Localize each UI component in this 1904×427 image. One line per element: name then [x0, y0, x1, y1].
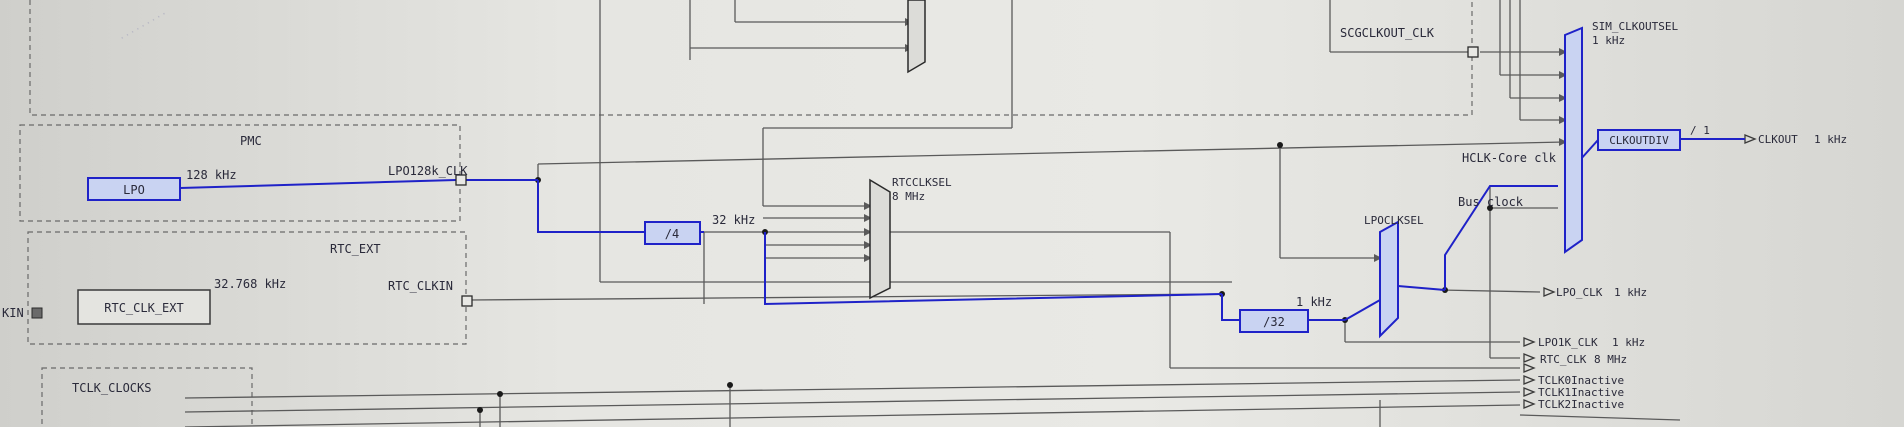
- rtcclksel-freq: 8 MHz: [892, 190, 925, 203]
- lpo1k-clk-freq: 1 kHz: [1612, 336, 1645, 349]
- lpo1k-clk-output-label[interactable]: LPO1K_CLK: [1538, 336, 1598, 349]
- div4-label: /4: [665, 227, 679, 241]
- rtc-clk-ext-label: RTC_CLK_EXT: [104, 301, 183, 315]
- lpoclksel-mux[interactable]: [1379, 220, 1399, 339]
- scgclkout-clk-pad[interactable]: [1467, 46, 1479, 58]
- hclk-core-clk-label: HCLK-Core clk: [1462, 151, 1557, 165]
- lpo128k-clk-label: LPO128k_CLK: [388, 164, 468, 178]
- lpo-clk-output-label[interactable]: LPO_CLK: [1556, 286, 1603, 299]
- sim-clkoutsel-mux[interactable]: [1564, 26, 1583, 254]
- tclk0-output-label[interactable]: TCLK0Inactive: [1538, 374, 1624, 387]
- input-pin-label: KIN: [2, 306, 24, 320]
- rtc-clk-ext-block[interactable]: [77, 289, 211, 325]
- div4-out-freq: 32 kHz: [712, 213, 755, 227]
- clkoutdiv-ratio: / 1: [1690, 124, 1710, 137]
- div4-block[interactable]: [644, 221, 701, 245]
- clkout-freq: 1 kHz: [1814, 133, 1847, 146]
- scg-group-frame: [29, 0, 1473, 116]
- clkoutdiv-label: CLKOUTDIV: [1609, 134, 1669, 147]
- rtcclksel-label: RTCCLKSEL: [892, 176, 952, 189]
- input-pin-pad[interactable]: [31, 307, 43, 319]
- rtc-ext-group-title: RTC_EXT: [330, 242, 381, 256]
- rtc-clk-freq: 8 MHz: [1594, 353, 1627, 366]
- sim-clkoutsel-freq: 1 kHz: [1592, 34, 1625, 47]
- div32-label: /32: [1263, 315, 1285, 329]
- watermark: .........: [116, 6, 168, 43]
- clkout-output-label[interactable]: CLKOUT: [1758, 133, 1798, 146]
- lpo-block[interactable]: [87, 177, 181, 201]
- div32-block[interactable]: [1239, 309, 1309, 333]
- tclk-group-title: TCLK_CLOCKS: [72, 381, 151, 395]
- rtcclksel-mux[interactable]: [869, 178, 891, 300]
- sim-clkoutsel-label: SIM_CLKOUTSEL: [1592, 20, 1678, 33]
- rtc-clkin-pad[interactable]: [461, 295, 473, 307]
- div32-out-freq: 1 kHz: [1296, 295, 1332, 309]
- rtc-ext-group-frame: [27, 231, 467, 345]
- scg-mux[interactable]: [907, 0, 926, 74]
- rtc-clk-output-label[interactable]: RTC_CLK: [1540, 353, 1587, 366]
- rtc-ext-freq: 32.768 kHz: [214, 277, 286, 291]
- pmc-group-frame: [19, 124, 461, 222]
- lpo-block-label: LPO: [123, 183, 145, 197]
- lpo-clk-freq: 1 kHz: [1614, 286, 1647, 299]
- scgclkout-clk-label: SCGCLKOUT_CLK: [1340, 26, 1435, 40]
- pmc-group-title: PMC: [240, 134, 262, 148]
- bus-clock-label: Bus clock: [1458, 195, 1524, 209]
- clkoutdiv-block[interactable]: [1597, 129, 1681, 151]
- rtc-clkin-label: RTC_CLKIN: [388, 279, 453, 293]
- tclk-group-frame: [41, 367, 253, 427]
- lpoclksel-label: LPOCLKSEL: [1364, 214, 1424, 227]
- lpo128k-clk-pad[interactable]: [455, 174, 467, 186]
- tclk1-output-label[interactable]: TCLK1Inactive: [1538, 386, 1624, 399]
- lpo-freq: 128 kHz: [186, 168, 237, 182]
- tclk2-output-label[interactable]: TCLK2Inactive: [1538, 398, 1624, 411]
